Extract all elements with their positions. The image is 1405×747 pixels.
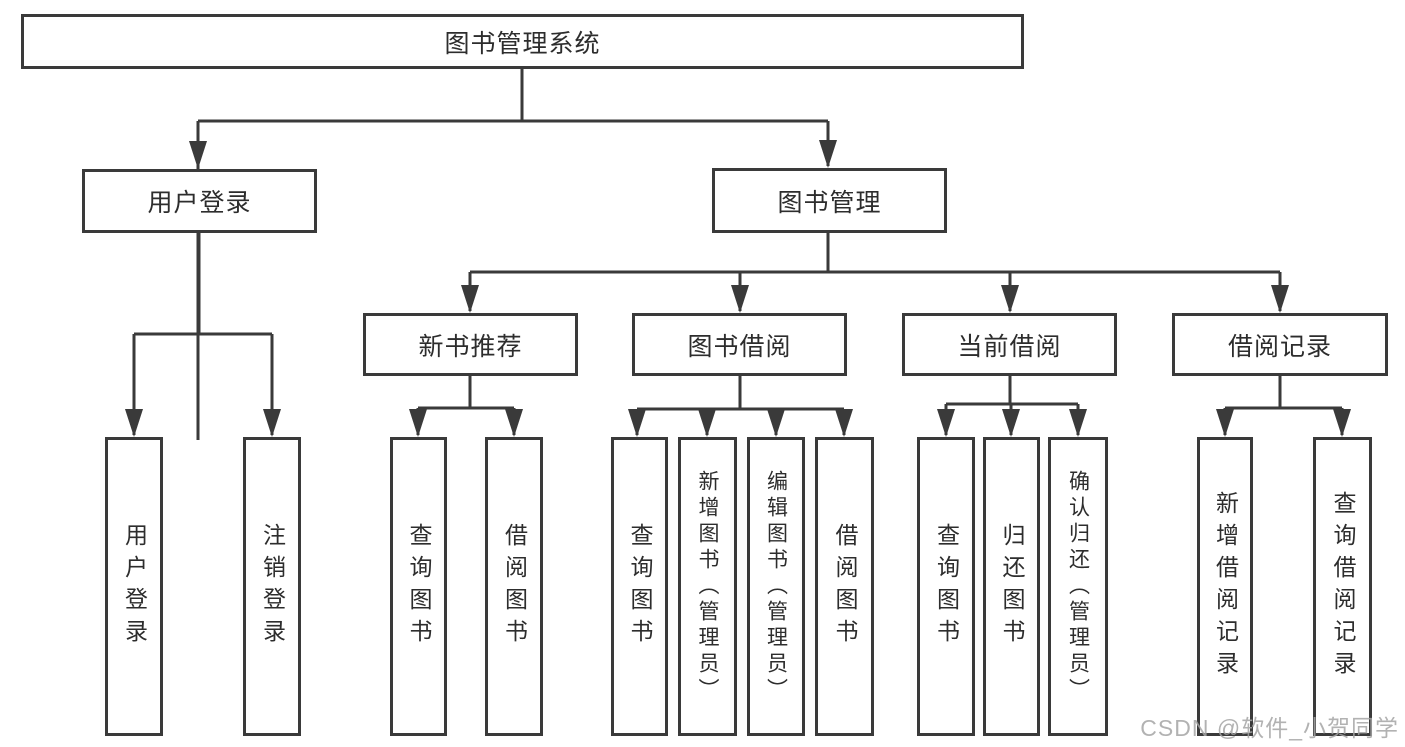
- leaf-logout: 注销登录: [243, 437, 301, 736]
- leaf-query-borrow-record-label: 查询借阅记录: [1330, 490, 1356, 683]
- leaf-user-login-label: 用户登录: [121, 522, 148, 651]
- node-book-borrow: 图书借阅: [632, 313, 847, 376]
- leaf-logout-label: 注销登录: [259, 522, 286, 651]
- node-new-book-recommend: 新书推荐: [363, 313, 578, 376]
- leaf-query-book-current: 查询图书: [917, 437, 975, 736]
- watermark: CSDN @软件_小贺同学: [1140, 715, 1399, 741]
- node-current-borrow: 当前借阅: [902, 313, 1117, 376]
- leaf-borrow-book-label: 借阅图书: [832, 522, 858, 651]
- arrowheads: [125, 140, 1351, 437]
- node-borrow-record: 借阅记录: [1172, 313, 1388, 376]
- leaf-query-book-borrow: 查询图书: [611, 437, 668, 736]
- leaf-query-book-recommend-label: 查询图书: [406, 522, 432, 651]
- leaf-query-book-recommend: 查询图书: [390, 437, 447, 736]
- leaf-add-book-admin: 新增图书（管理员）: [678, 437, 737, 736]
- node-book-management-label: 图书管理: [777, 188, 882, 217]
- leaf-edit-book-admin-label: 编辑图书（管理员）: [764, 469, 788, 704]
- leaf-add-borrow-record-label: 新增借阅记录: [1212, 490, 1239, 683]
- leaf-add-book-admin-label: 新增图书（管理员）: [696, 469, 719, 704]
- leaf-borrow-book: 借阅图书: [815, 437, 874, 736]
- leaf-borrow-book-recommend-label: 借阅图书: [501, 522, 528, 651]
- leaf-return-book: 归还图书: [983, 437, 1040, 736]
- node-root: 图书管理系统: [21, 14, 1024, 69]
- leaf-borrow-book-recommend: 借阅图书: [485, 437, 543, 736]
- leaf-query-borrow-record: 查询借阅记录: [1313, 437, 1372, 736]
- leaf-user-login: 用户登录: [105, 437, 163, 736]
- leaf-query-book-borrow-label: 查询图书: [627, 522, 653, 651]
- leaf-return-book-label: 归还图书: [999, 522, 1025, 651]
- leaf-edit-book-admin: 编辑图书（管理员）: [747, 437, 805, 736]
- leaf-confirm-return-admin-label: 确认归还（管理员）: [1066, 469, 1090, 704]
- leaf-query-book-current-label: 查询图书: [933, 522, 960, 651]
- leaf-confirm-return-admin: 确认归还（管理员）: [1048, 437, 1108, 736]
- node-book-borrow-label: 图书借阅: [687, 332, 792, 361]
- node-current-borrow-label: 当前借阅: [957, 332, 1062, 361]
- node-book-management: 图书管理: [712, 168, 947, 233]
- node-root-label: 图书管理系统: [444, 29, 601, 58]
- node-borrow-record-label: 借阅记录: [1227, 332, 1332, 361]
- node-new-book-recommend-label: 新书推荐: [418, 332, 523, 361]
- node-user-login: 用户登录: [82, 169, 317, 233]
- node-user-login-label: 用户登录: [147, 189, 252, 217]
- leaf-add-borrow-record: 新增借阅记录: [1197, 437, 1253, 736]
